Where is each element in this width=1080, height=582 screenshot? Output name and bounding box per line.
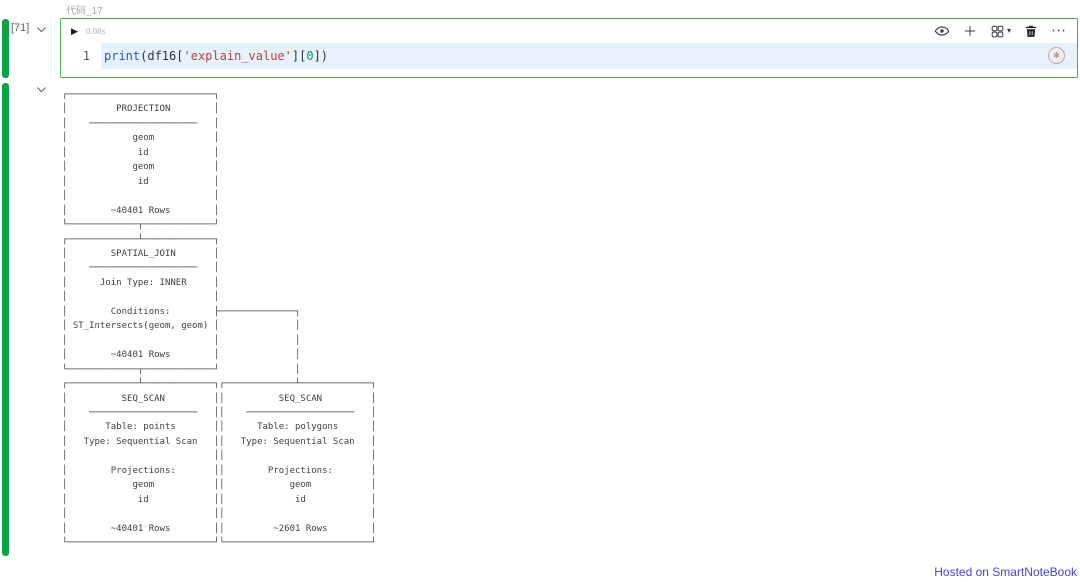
line-number: 1 xyxy=(82,49,90,63)
cell-selection-bar[interactable] xyxy=(2,19,9,78)
delete-cell-icon[interactable] xyxy=(1024,24,1038,38)
code-token-number: 0 xyxy=(306,49,314,63)
ai-assistant-icon: ✻ xyxy=(1053,51,1060,60)
execution-count: [71] xyxy=(11,22,30,34)
code-token: ( xyxy=(140,49,148,63)
output-selection-bar[interactable] xyxy=(2,83,9,556)
run-cell-button[interactable]: ▶ xyxy=(71,25,78,36)
code-editor-line: 1 print(df16['explain_value'][0]) xyxy=(61,43,1077,69)
cell-toolbar: ▶ 0.08s ▾ ⋯ xyxy=(71,22,1067,39)
code-input[interactable]: print(df16['explain_value'][0]) xyxy=(101,43,1077,69)
code-token: df16 xyxy=(147,49,177,63)
ai-assistant-button[interactable]: ✻ xyxy=(1048,47,1065,64)
code-cell: ▶ 0.08s ▾ ⋯ 1 pr xyxy=(60,18,1078,78)
code-token: [ xyxy=(176,49,184,63)
code-token: ]) xyxy=(313,49,329,63)
collapse-cell-chevron-icon[interactable] xyxy=(35,23,48,36)
explain-plan-output: ┌───────────────────────────┐ │ PROJECTI… xyxy=(62,90,377,549)
cell-title: 代码_17 xyxy=(66,6,103,17)
add-cell-icon[interactable] xyxy=(963,24,977,38)
collapse-output-chevron-icon[interactable] xyxy=(35,83,48,96)
visibility-icon[interactable] xyxy=(934,23,950,39)
hosted-on-link[interactable]: Hosted on SmartNoteBook xyxy=(934,565,1077,579)
clone-cell-icon[interactable]: ▾ xyxy=(990,24,1011,39)
code-token-function: print xyxy=(104,49,141,63)
cell-runtime: 0.08s xyxy=(85,26,106,36)
code-token-string: 'explain_value' xyxy=(183,49,292,63)
code-token: ][ xyxy=(291,49,307,63)
